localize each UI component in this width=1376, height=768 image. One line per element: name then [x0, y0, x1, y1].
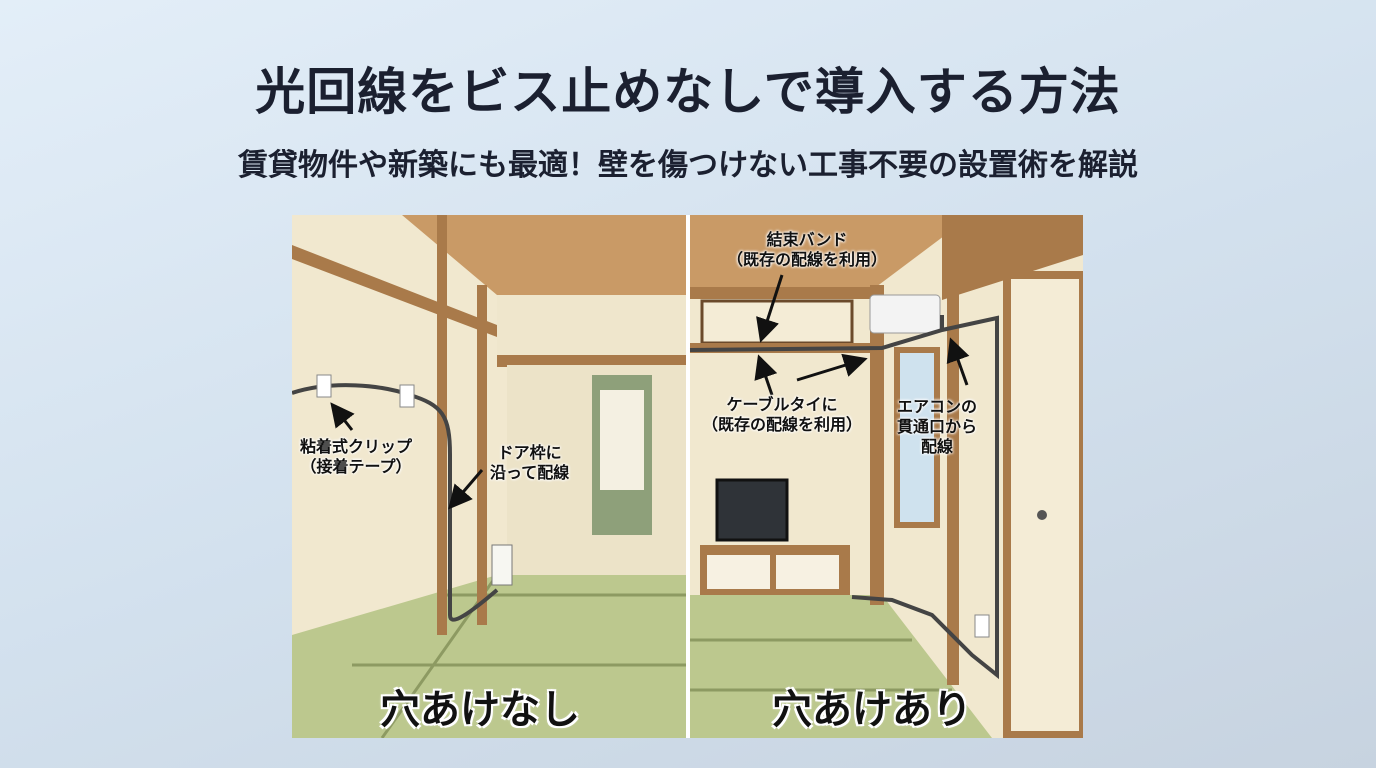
label-line: （既存の配線を利用）: [702, 415, 863, 434]
label-cable-tie: ケーブルタイに （既存の配線を利用）: [702, 395, 862, 435]
left-room: [291, 215, 687, 739]
room-illustration: [291, 215, 1087, 739]
label-line: エアコンの: [897, 397, 978, 416]
illustration: 粘着式クリップ （接着テープ） ドア枠に 沿って配線 結束バンド （既存の配線を…: [291, 215, 1087, 739]
page-subtitle: 賃貸物件や新築にも最適！壁を傷つけない工事不要の設置術を解説: [238, 148, 1138, 183]
label-line: 結束バンド: [766, 230, 848, 249]
label-line: ドア枠に: [497, 443, 562, 462]
caption-with-drilling: 穴あけあり: [772, 687, 972, 733]
panel-divider: [686, 215, 690, 738]
label-line: 粘着式クリップ: [300, 437, 413, 456]
label-line: 配線: [921, 437, 954, 456]
label-line: （既存の配線を利用）: [727, 250, 888, 269]
label-line: ケーブルタイに: [726, 395, 838, 414]
label-line: 沿って配線: [490, 463, 570, 482]
label-line: 貫通口から: [897, 417, 978, 436]
label-aircon-hole: エアコンの 貫通口から 配線: [897, 397, 977, 457]
label-door-frame: ドア枠に 沿って配線: [490, 443, 569, 483]
page-title: 光回線をビス止めなしで導入する方法: [255, 63, 1121, 121]
label-line: （接着テープ）: [300, 457, 412, 476]
caption-no-drilling: 穴あけなし: [380, 687, 580, 733]
right-room: [689, 215, 1087, 739]
label-binding-band: 結束バンド （既存の配線を利用）: [727, 230, 887, 270]
label-adhesive-clip: 粘着式クリップ （接着テープ）: [300, 437, 412, 477]
